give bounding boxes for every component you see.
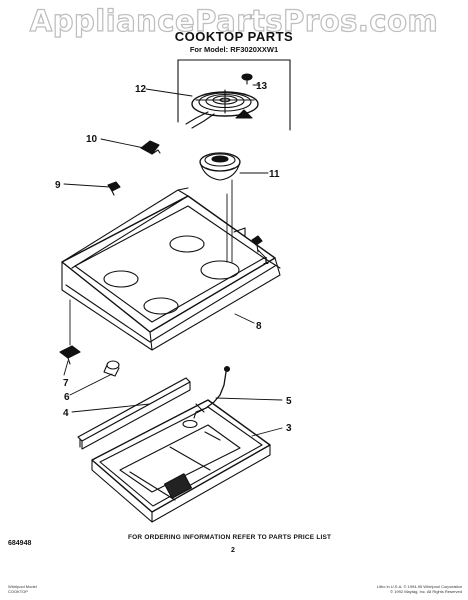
surface-element-part [185, 89, 259, 129]
bushing-part [103, 360, 120, 377]
callout-5: 5 [286, 396, 292, 407]
callout-8: 8 [256, 321, 262, 332]
callout-10: 10 [86, 134, 98, 145]
diagram-code: 684948 [8, 540, 32, 547]
callout-3: 3 [286, 423, 292, 434]
copyright-note: Litho in U.S.A. © 1994-95 Whirlpool Corp… [334, 584, 462, 594]
support-rod-part [193, 365, 231, 419]
hinge-clip-part [59, 345, 81, 365]
callout-4: 4 [63, 408, 69, 419]
burner-box-part [91, 399, 271, 523]
callout-1: 1 [263, 256, 269, 267]
copyright-line-1: Litho in U.S.A. © 1994-95 Whirlpool Corp… [376, 584, 462, 589]
cooktop-part [61, 187, 281, 351]
rear-bracket-part [77, 377, 191, 450]
brand-note: Whirlpool Model COOKTOP [8, 584, 37, 594]
terminal-block-part [140, 140, 161, 155]
callout-12: 12 [135, 84, 147, 95]
element-cap-part [241, 73, 253, 81]
ordering-note: FOR ORDERING INFORMATION REFER TO PARTS … [128, 534, 332, 541]
copyright-line-2: © 1992 Maytag, Inc. All Rights Reserved [390, 589, 462, 594]
callout-7: 7 [63, 378, 69, 389]
element-box [177, 59, 291, 131]
page-number: 2 [231, 547, 235, 554]
watermark: AppliancePartsPros.com [29, 3, 439, 38]
brand-line-1: Whirlpool Model [8, 584, 37, 589]
callout-11: 11 [269, 169, 280, 180]
callout-9: 9 [55, 180, 61, 191]
brand-line-2: COOKTOP [8, 589, 28, 594]
callout-13: 13 [256, 81, 268, 92]
callout-6: 6 [64, 392, 70, 403]
clip-part [107, 181, 121, 196]
model-subtitle: For Model: RF3020XXW1 [189, 45, 279, 54]
drip-bowl-part [199, 152, 241, 181]
screw-part [251, 235, 263, 253]
page-title: COOKTOP PARTS [174, 29, 294, 44]
